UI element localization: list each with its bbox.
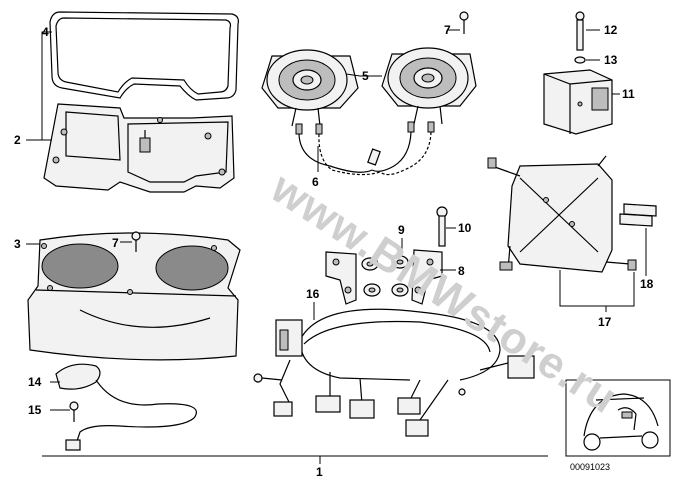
loudspeaker-left xyxy=(261,49,359,127)
mounting-bracket xyxy=(487,155,637,273)
callout-2: 2 xyxy=(14,133,21,147)
callout-6: 6 xyxy=(312,175,319,189)
callout-9: 9 xyxy=(398,223,405,237)
speaker-housing-tray xyxy=(43,103,235,193)
callout-1: 1 xyxy=(316,465,323,479)
callout-11: 11 xyxy=(622,87,635,101)
antenna-module xyxy=(55,363,197,451)
adhesive-pads xyxy=(619,203,657,227)
callout-16: 16 xyxy=(306,287,320,301)
amplifier-unit xyxy=(543,69,613,135)
callout-17: 17 xyxy=(598,315,612,329)
callout-14: 14 xyxy=(28,375,42,389)
mounting-brackets xyxy=(325,249,443,305)
speaker-cable xyxy=(295,121,435,176)
speaker-panel xyxy=(27,232,241,361)
bolt xyxy=(575,11,585,51)
wiring-harness xyxy=(253,308,535,437)
callout-12: 12 xyxy=(604,23,618,37)
washer xyxy=(574,56,586,64)
rubber-grommets xyxy=(361,255,409,297)
callout-15: 15 xyxy=(28,403,42,417)
callout-8: 8 xyxy=(458,264,465,278)
screw-top xyxy=(459,11,469,34)
reference-code: 00091023 xyxy=(570,462,610,472)
callout-7-upper: 7 xyxy=(444,23,451,37)
leader-lines xyxy=(26,29,647,464)
callout-18: 18 xyxy=(640,277,654,291)
screw-mount xyxy=(436,206,448,247)
callout-10: 10 xyxy=(458,221,472,235)
callout-4: 4 xyxy=(42,25,49,39)
loudspeaker-right xyxy=(381,47,477,125)
callout-7-lower: 7 xyxy=(112,236,119,250)
screw-upper-panel xyxy=(131,231,141,252)
callout-3: 3 xyxy=(14,237,21,251)
callout-13: 13 xyxy=(604,53,618,67)
gasket-frame xyxy=(49,11,239,101)
vehicle-thumbnail xyxy=(565,379,671,457)
callout-5: 5 xyxy=(362,69,369,83)
